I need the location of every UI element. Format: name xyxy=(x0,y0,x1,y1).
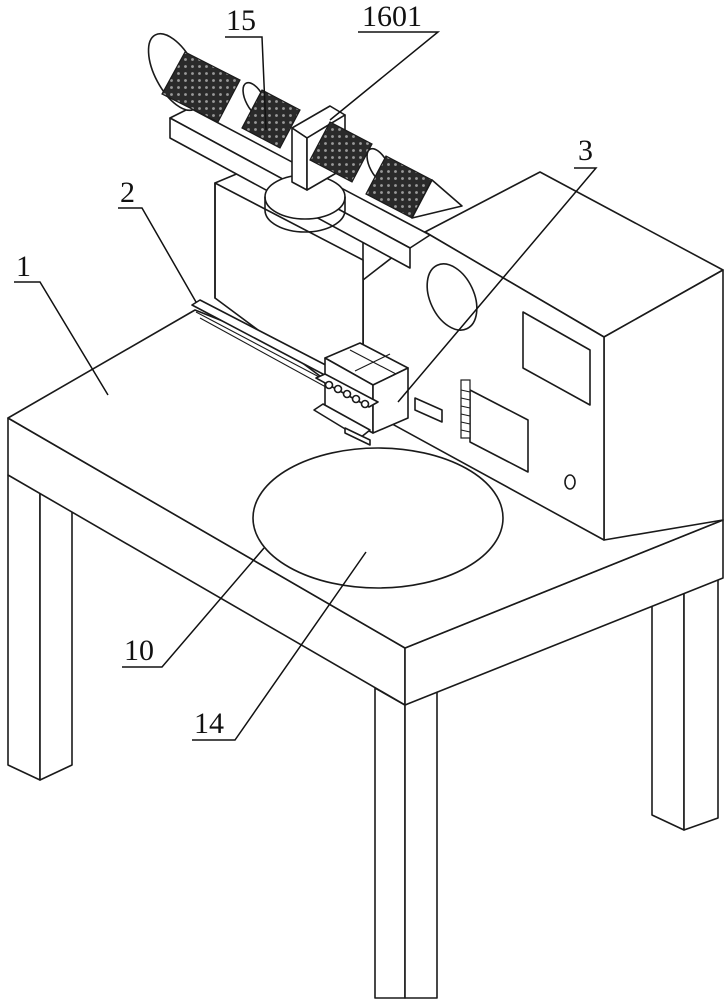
handle-tube xyxy=(147,32,463,219)
part-labels: 1 2 3 15 1601 10 14 xyxy=(16,0,593,740)
cabinet-details xyxy=(414,263,591,490)
side-port xyxy=(426,263,478,331)
work-disc xyxy=(252,447,504,589)
tool-box xyxy=(313,342,409,446)
indicator-column xyxy=(460,379,471,439)
label-14: 14 xyxy=(194,707,224,740)
label-15: 15 xyxy=(226,4,256,37)
nozzle-row xyxy=(324,380,370,409)
control-cabinet xyxy=(362,171,724,541)
label-2: 2 xyxy=(120,176,135,209)
label-10: 10 xyxy=(124,634,154,667)
label-3: 3 xyxy=(578,134,593,167)
leader-lines xyxy=(14,31,598,741)
indicator-light xyxy=(564,474,576,490)
label-1: 1 xyxy=(16,250,31,283)
label-1601: 1601 xyxy=(362,0,422,33)
